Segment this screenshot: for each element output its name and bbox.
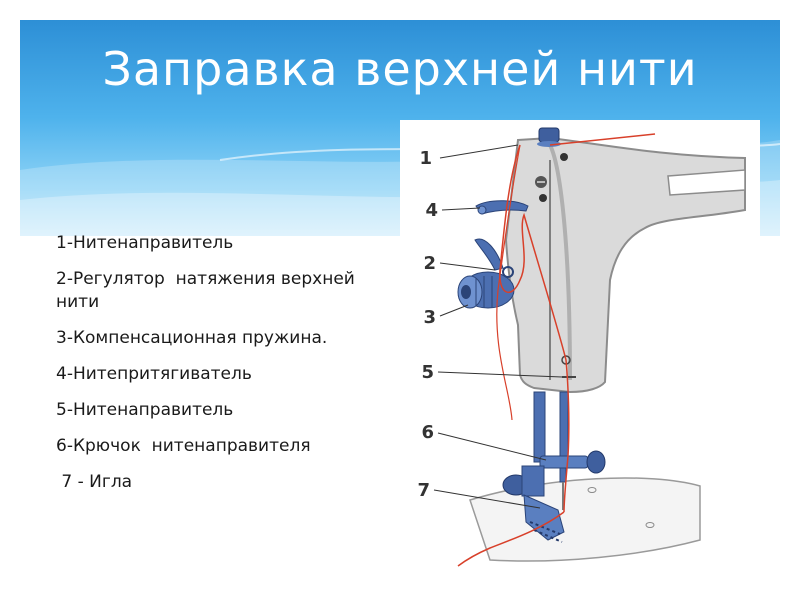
presser-bar xyxy=(533,391,546,463)
parts-list-item: 6-Крючок нитенаправителя xyxy=(56,436,311,456)
sewing-machine-diagram: 1 4 2 3 5 6 7 xyxy=(400,120,760,592)
machine-head xyxy=(504,136,746,394)
callout-label-2: 2 xyxy=(423,253,436,274)
callout-label-5: 5 xyxy=(421,362,434,383)
parts-list-item: 1-Нитенаправитель xyxy=(56,233,234,253)
parts-list-item: 7 - Игла xyxy=(56,472,133,492)
callout-label-7: 7 xyxy=(417,480,430,501)
callout-line xyxy=(439,144,519,159)
callout-label-1: 1 xyxy=(419,148,432,169)
needle-bar xyxy=(559,391,569,461)
parts-list-item: 3-Компенсационная пружина. xyxy=(56,328,328,348)
presser-foot xyxy=(523,494,565,541)
callout-label-4: 4 xyxy=(425,200,438,221)
parts-list-item: 4-Нитепритягиватель xyxy=(56,364,252,384)
parts-list-item: 5-Нитенаправитель xyxy=(56,400,234,420)
compensating-spring xyxy=(502,266,514,278)
callout-label-3: 3 xyxy=(423,307,436,328)
callout-label-6: 6 xyxy=(421,422,434,443)
spool-pin xyxy=(538,127,560,143)
thread-path xyxy=(549,133,656,146)
parts-list-item: 2-Регулятор натяжения верхней нити xyxy=(56,269,361,312)
take-up-lever xyxy=(475,200,529,215)
slide-title: Заправка верхней нити xyxy=(102,42,698,96)
parts-list: 1-Нитенаправитель 2-Регулятор натяжения … xyxy=(56,232,396,507)
needle-clamp xyxy=(539,455,589,469)
sewing-machine-illustration: 1 4 2 3 5 6 7 xyxy=(417,127,746,567)
